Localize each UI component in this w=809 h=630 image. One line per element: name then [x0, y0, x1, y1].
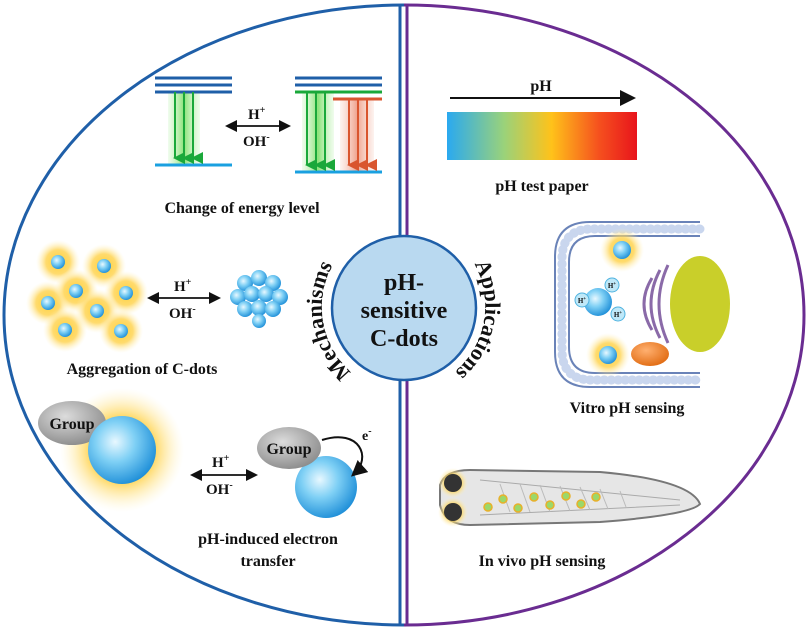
electron-label: e-	[362, 426, 372, 444]
svg-text:H+: H+	[248, 105, 266, 123]
cell-diagram: H+ H+ H+	[554, 221, 730, 388]
svg-text:H+: H+	[608, 282, 616, 290]
center-title-2: sensitive	[361, 298, 448, 324]
energy-level-diagram	[155, 76, 382, 174]
svg-text:OH-: OH-	[243, 132, 270, 150]
glowing-cdot-with-group: Group	[38, 388, 184, 512]
aggregation-arrow: H+ OH-	[147, 277, 221, 322]
electron-transfer-arrow: H+ OH-	[190, 453, 258, 498]
electron-transfer-caption-1: pH-induced electron	[198, 531, 338, 548]
svg-text:H+: H+	[614, 311, 622, 319]
vivo-caption: In vivo pH sensing	[479, 553, 606, 570]
svg-text:OH-: OH-	[206, 480, 233, 498]
energy-level-arrow: H+ OH-	[225, 105, 291, 150]
vitro-caption: Vitro pH sensing	[570, 400, 685, 417]
dispersed-cdots	[26, 240, 148, 353]
svg-text:H+: H+	[212, 453, 230, 471]
svg-text:OH-: OH-	[169, 304, 196, 322]
electron-transfer-caption-2: transfer	[240, 553, 295, 570]
aggregated-cdots	[230, 270, 288, 328]
center-circle	[330, 234, 478, 382]
zebrafish-larva	[438, 468, 702, 527]
ph-test-strip	[447, 112, 637, 160]
center-title-3: C-dots	[370, 326, 438, 352]
energy-level-caption: Change of energy level	[164, 200, 320, 217]
aggregation-caption: Aggregation of C-dots	[67, 361, 218, 378]
svg-text:H+: H+	[174, 277, 192, 295]
ph-test-caption: pH test paper	[495, 178, 588, 195]
ph-axis-label: pH	[530, 78, 552, 95]
center-title-1: pH-	[384, 270, 424, 296]
quenched-cdot-with-group: Group e-	[257, 426, 372, 518]
group-label-left: Group	[49, 416, 94, 433]
svg-text:H+: H+	[578, 297, 586, 305]
mechanisms-panel	[2, 3, 405, 627]
group-label-right: Group	[266, 441, 311, 458]
applications-panel	[403, 3, 806, 627]
